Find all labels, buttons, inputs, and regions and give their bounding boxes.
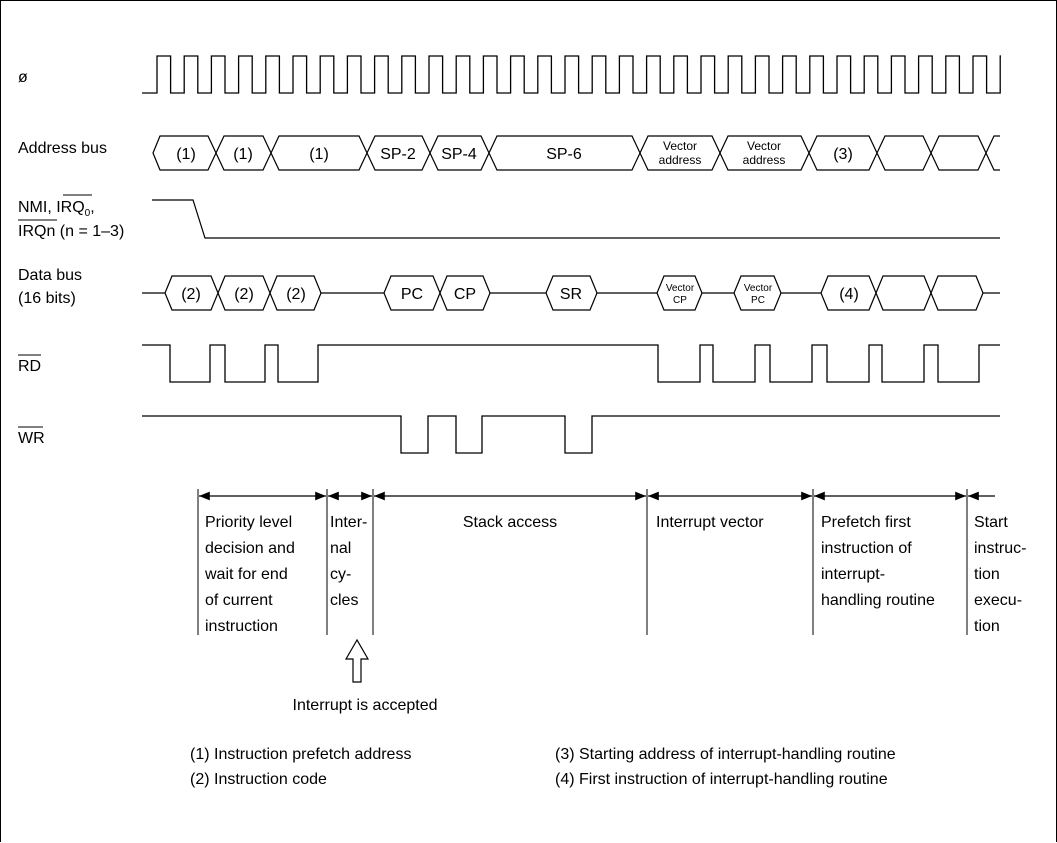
data-bus-label-1: Data bus <box>18 267 82 284</box>
svg-text:instruction: instruction <box>205 618 278 635</box>
phase-stack-access: Stack access <box>463 514 557 531</box>
interrupt-waveform <box>152 199 1000 239</box>
addr-vector-1-bottom: address <box>659 153 702 167</box>
svg-text:wait for end: wait for end <box>204 566 288 583</box>
data-cell-1: (2) <box>181 286 201 303</box>
addr-cell-3b: (3) <box>833 146 853 163</box>
addr-vector-1-top: Vector <box>663 139 697 153</box>
svg-text:tion: tion <box>974 566 1000 583</box>
address-bus-label: Address bus <box>18 140 107 157</box>
nmi-label: NMI, <box>18 199 56 216</box>
irqn-label: IRQn <box>18 223 55 240</box>
svg-text:tion: tion <box>974 618 1000 635</box>
rd-label: RD <box>18 358 41 375</box>
legend-2: (2) Instruction code <box>190 771 327 788</box>
svg-text:of current: of current <box>205 592 273 609</box>
svg-text:Inter-: Inter- <box>330 514 367 531</box>
data-cell-sr: SR <box>560 286 582 303</box>
addr-cell-sp2: SP-2 <box>380 146 416 163</box>
svg-text:cy-: cy- <box>330 566 351 583</box>
data-vector-cp-bottom: CP <box>673 295 687 306</box>
data-bus-waveform <box>142 275 1000 311</box>
svg-text:execu-: execu- <box>974 592 1022 609</box>
clock-waveform <box>142 55 1001 94</box>
svg-text:instruction of: instruction of <box>821 540 912 557</box>
phase-prefetch: Prefetch first instruction of interrupt-… <box>821 514 935 609</box>
addr-cell-sp6: SP-6 <box>546 146 582 163</box>
addr-vector-2-bottom: address <box>743 153 786 167</box>
addr-cell-3: (1) <box>309 146 329 163</box>
data-cell-2: (2) <box>234 286 254 303</box>
irq0-subscript: 0 <box>85 208 91 219</box>
legend-3: (3) Starting address of interrupt-handli… <box>555 746 896 763</box>
clock-label: ø <box>18 69 28 86</box>
svg-text:decision and: decision and <box>205 540 295 557</box>
data-vector-pc-bottom: PC <box>751 295 765 306</box>
data-cell-4: (4) <box>839 286 859 303</box>
addr-cell-sp4: SP-4 <box>441 146 477 163</box>
svg-text:cles: cles <box>330 592 358 609</box>
irq0-label: IRQ <box>56 199 84 216</box>
phase-dividers <box>197 489 968 635</box>
data-cell-3: (2) <box>286 286 306 303</box>
svg-text:Priority level: Priority level <box>205 514 292 531</box>
data-cell-cp: CP <box>454 286 476 303</box>
svg-text:IRQn (n = 1–3): IRQn (n = 1–3) <box>18 223 124 240</box>
svg-text:nal: nal <box>330 540 351 557</box>
svg-text:NMI, IRQ0,: NMI, IRQ0, <box>18 199 95 219</box>
addr-cell-2: (1) <box>233 146 253 163</box>
wr-waveform <box>142 415 1000 454</box>
data-vector-cp-top: Vector <box>666 283 695 294</box>
svg-text:handling routine: handling routine <box>821 592 935 609</box>
svg-text:Prefetch first: Prefetch first <box>821 514 911 531</box>
phase-interrupt-vector: Interrupt vector <box>656 514 764 531</box>
legend-1: (1) Instruction prefetch address <box>190 746 411 763</box>
phase-priority: Priority level decision and wait for end… <box>204 514 295 635</box>
svg-text:Start: Start <box>974 514 1008 531</box>
address-bus-waveform <box>152 135 1000 171</box>
svg-text:interrupt-: interrupt- <box>821 566 885 583</box>
addr-vector-2-top: Vector <box>747 139 781 153</box>
addr-cell-1: (1) <box>176 146 196 163</box>
wr-label: WR <box>18 430 45 447</box>
data-vector-pc-top: Vector <box>744 283 773 294</box>
interrupt-accepted-label: Interrupt is accepted <box>293 697 438 714</box>
legend-4: (4) First instruction of interrupt-handl… <box>555 771 888 788</box>
up-arrow-icon <box>344 638 370 683</box>
svg-text:instruc-: instruc- <box>974 540 1026 557</box>
data-cell-pc: PC <box>401 286 423 303</box>
phase-internal: Inter- nal cy- cles <box>330 514 367 609</box>
rd-waveform <box>142 344 1000 383</box>
data-bus-label-2: (16 bits) <box>18 290 76 307</box>
interrupt-signal-label: NMI, IRQ0, IRQn (n = 1–3) <box>18 194 124 240</box>
phase-start-execution: Start instruc- tion execu- tion <box>974 514 1026 635</box>
